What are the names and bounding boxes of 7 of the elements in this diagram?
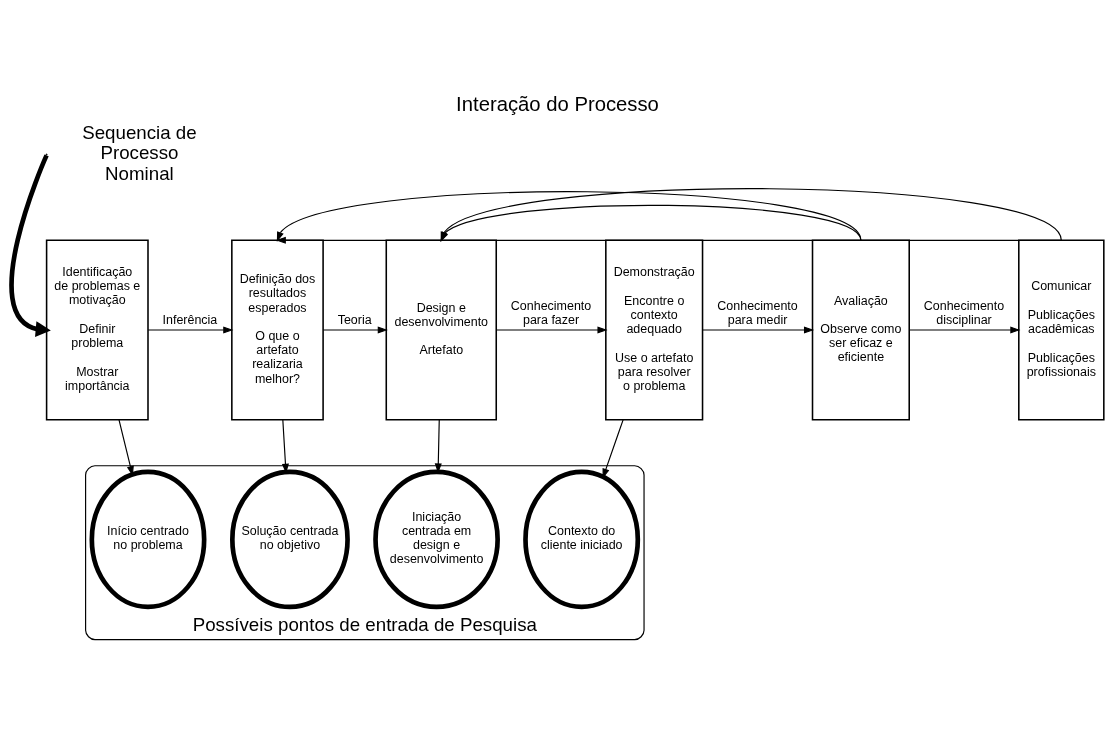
label: Sequencia de Processo Nominal: [82, 122, 197, 184]
edge-label: Inferência: [162, 312, 218, 327]
edge-label: Conhecimento para fazer: [510, 298, 592, 327]
edge-label: Teoria: [337, 312, 372, 327]
edge-label: Conhecimento para medir: [717, 298, 798, 327]
diagram-title: Interação do Processo: [456, 93, 659, 116]
edge-label: Conhecimento disciplinar: [923, 298, 1005, 327]
